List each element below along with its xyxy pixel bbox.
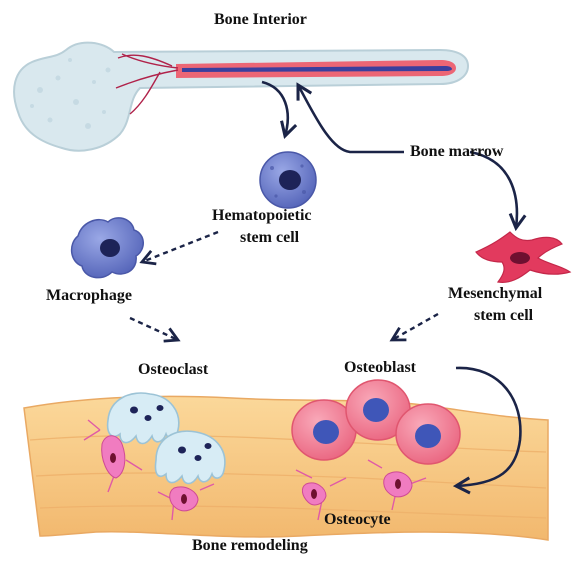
bone-illustration <box>14 43 468 151</box>
hematopoietic-stem-cell <box>260 152 316 208</box>
label-mesenchymal-stem-cell-line1: Mesenchymal <box>448 284 542 304</box>
bone-tissue <box>24 396 548 540</box>
label-bone-marrow: Bone marrow <box>410 142 503 162</box>
label-osteoclast: Osteoclast <box>138 360 208 380</box>
label-mesenchymal-stem-cell-line2: stem cell <box>474 306 533 326</box>
label-bone-interior: Bone Interior <box>214 10 307 30</box>
label-osteoblast: Osteoblast <box>344 358 416 378</box>
macrophage-cell <box>72 218 144 278</box>
label-macrophage: Macrophage <box>46 286 132 306</box>
label-bone-remodeling: Bone remodeling <box>192 536 308 556</box>
label-osteocyte: Osteocyte <box>324 510 391 530</box>
mesenchymal-stem-cell <box>476 232 570 282</box>
label-hematopoietic-stem-cell-line1: Hematopoietic <box>212 206 312 226</box>
dashed-arrows <box>130 232 438 340</box>
label-hematopoietic-stem-cell-line2: stem cell <box>240 228 299 248</box>
